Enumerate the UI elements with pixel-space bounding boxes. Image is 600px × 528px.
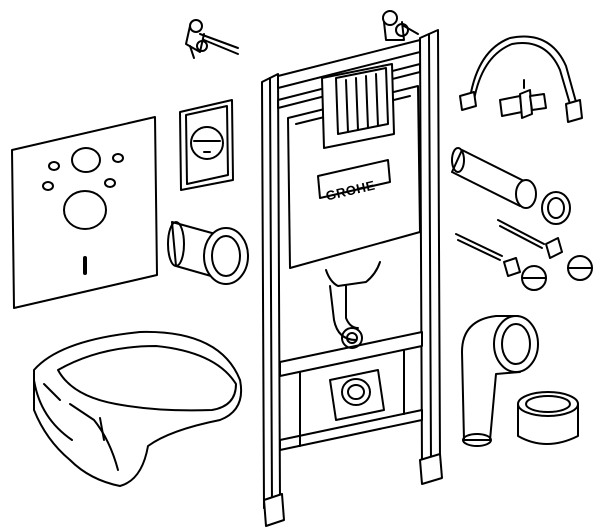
wall-hung-toilet-bowl: [33, 330, 242, 487]
sound-insulation-pad: [11, 116, 158, 309]
flush-cistern: [287, 63, 421, 349]
pan-connector-sleeve: [167, 221, 249, 285]
angle-valve: [499, 79, 547, 119]
flush-pipe: [451, 147, 571, 225]
flexible-water-hose: [459, 35, 583, 123]
cap-nuts: [521, 255, 593, 291]
drain-elbow: [461, 315, 539, 447]
drain-sleeve: [517, 391, 579, 445]
flush-plate: [179, 99, 234, 191]
installation-frame: [261, 10, 443, 527]
fixing-bolts: [455, 219, 563, 277]
wall-fixing-brackets: [185, 19, 239, 59]
